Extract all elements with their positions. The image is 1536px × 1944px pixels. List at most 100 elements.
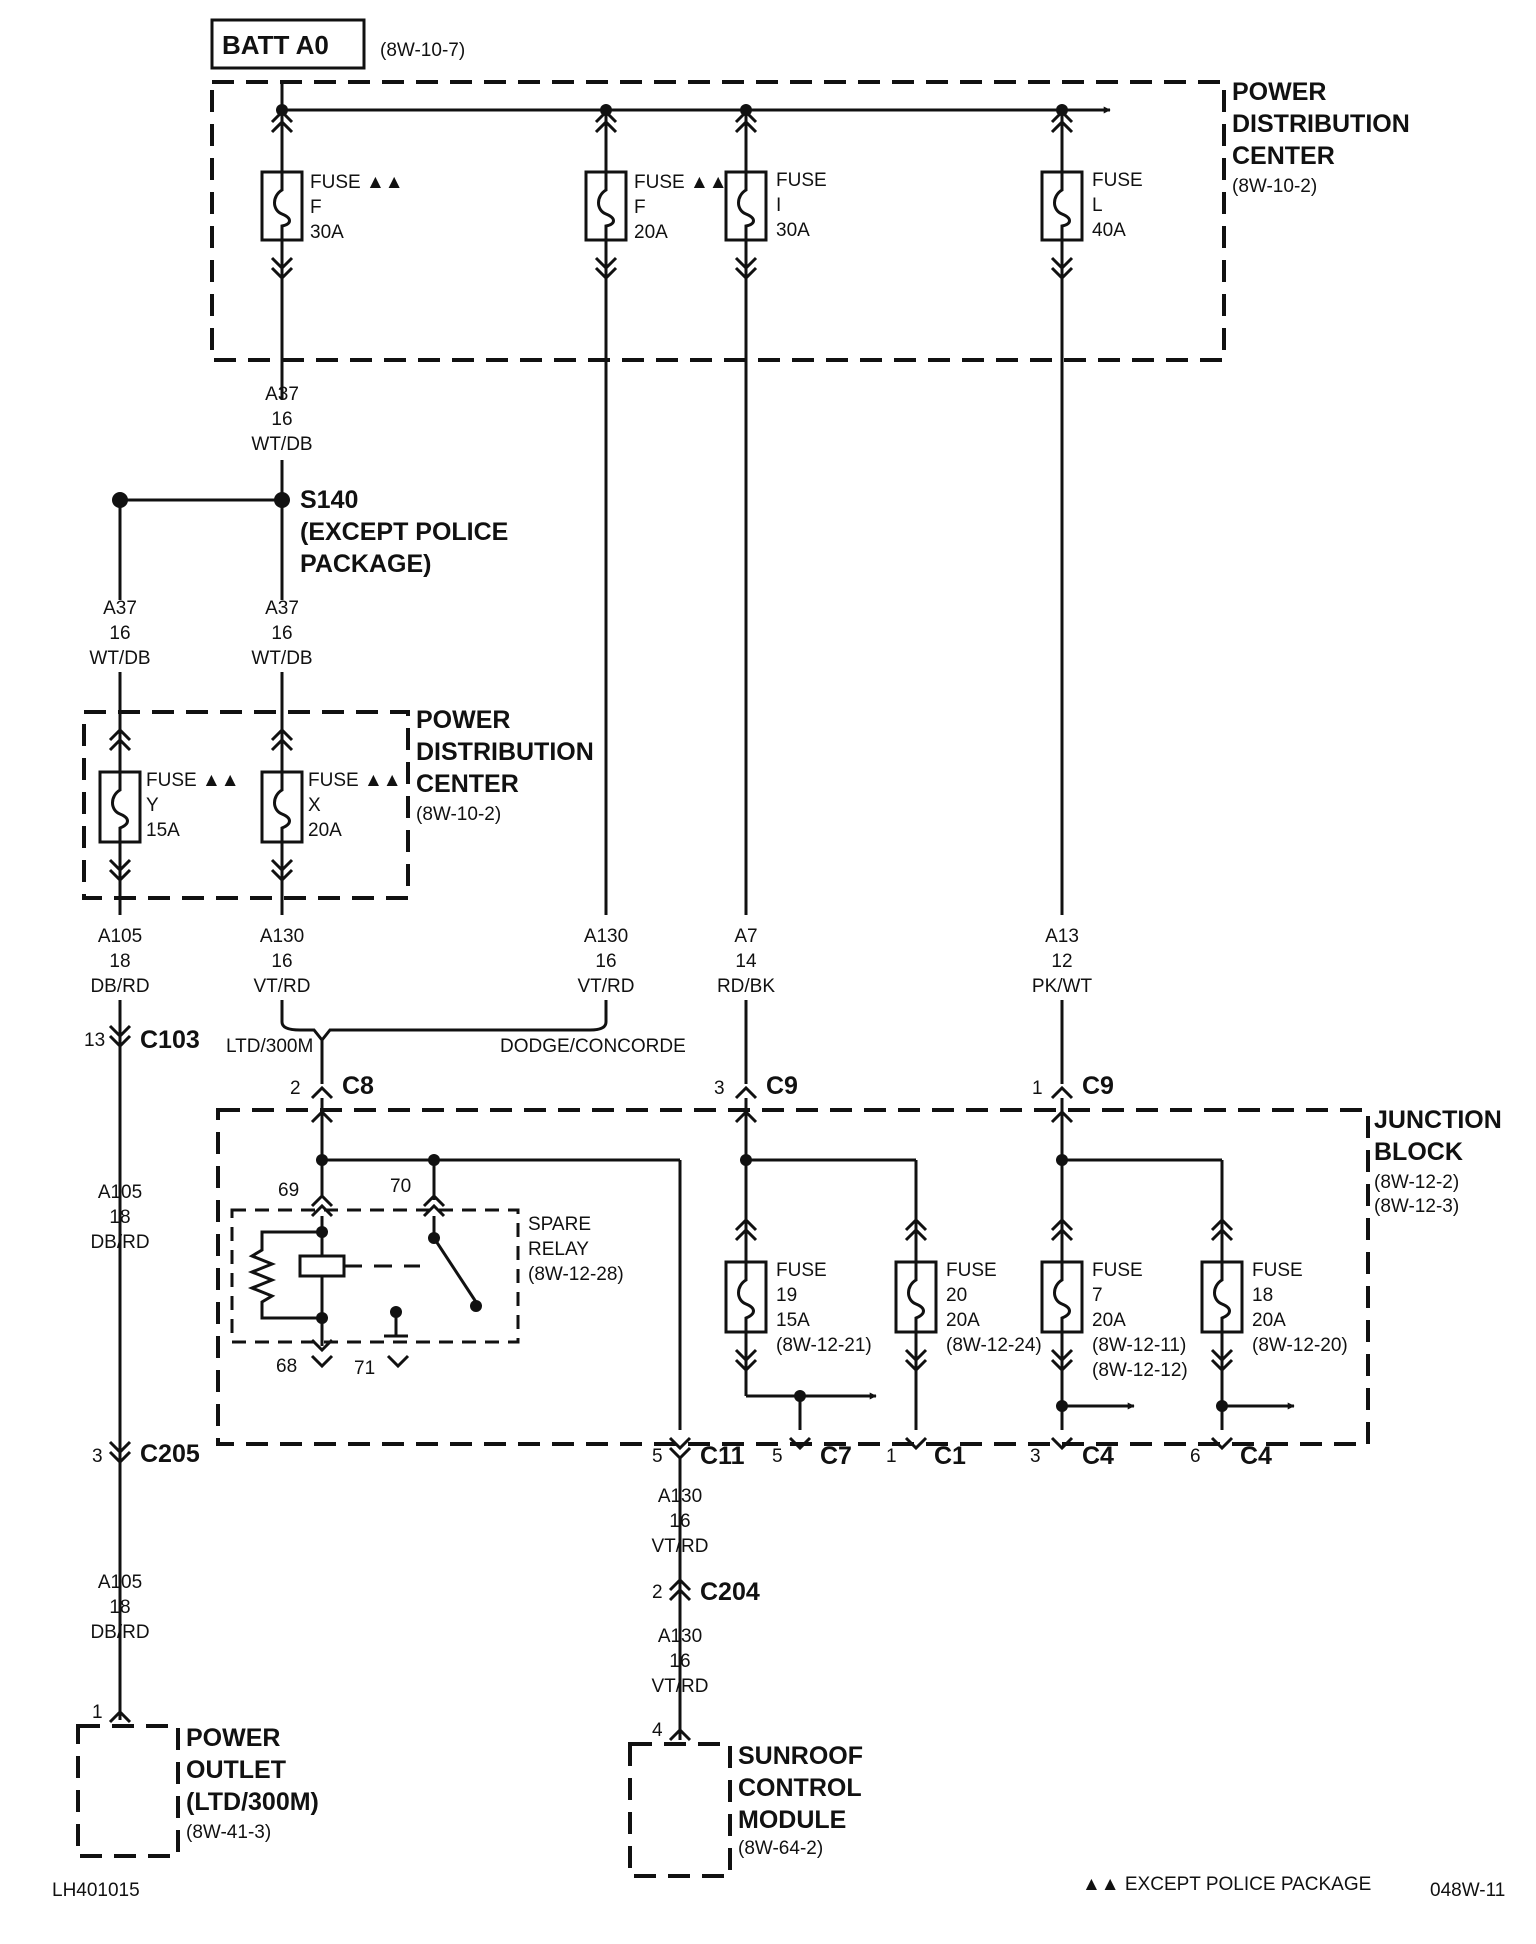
wire-label-line: A13 (1045, 926, 1079, 947)
wire-label-a105-low: A105 18 DB/RD (90, 1572, 149, 1643)
fuse-label: L (1092, 195, 1103, 216)
fuse-label: FUSE ▲▲ (310, 172, 404, 193)
junction-block-ref: (8W-12-2) (1374, 1172, 1459, 1193)
wire-label-line: 16 (595, 951, 616, 972)
wire-label-line: WT/DB (89, 648, 150, 669)
wire-label-line: A105 (98, 1572, 142, 1593)
fuse-label: F (634, 197, 646, 218)
wire-label-line: 12 (1051, 951, 1072, 972)
pdc-main-title-line: POWER (1232, 78, 1326, 106)
fuse-label: FUSE (1092, 1260, 1143, 1281)
fuse-label: FUSE (946, 1260, 997, 1281)
wire-label-line: DB/RD (90, 1622, 149, 1643)
power-outlet-boundary (76, 1724, 180, 1858)
fuse-19-15a: FUSE 19 15A (8W-12-21) (724, 1217, 872, 1396)
wire-label-line: 18 (109, 1207, 130, 1228)
junction-block-title-line: BLOCK (1374, 1138, 1463, 1166)
pdc-main-ref: (8W-10-2) (1232, 176, 1317, 197)
wire-label-line: A105 (98, 1182, 142, 1203)
junction-block-ref: (8W-12-3) (1374, 1196, 1459, 1217)
wire-label-line: VT/RD (254, 976, 311, 997)
wire-label-a105-mid: A105 18 DB/RD (90, 1182, 149, 1253)
fuse-label: 7 (1092, 1285, 1103, 1306)
wire-label-a37-left: A37 16 WT/DB (89, 598, 150, 669)
wire-label-line: PK/WT (1032, 976, 1093, 997)
connector-name: C8 (342, 1072, 374, 1100)
fuse-label: F (310, 197, 322, 218)
wire-label-line: A7 (734, 926, 757, 947)
connector-c103: 13 C103 (84, 1024, 200, 1054)
splice-s140-label: S140 (EXCEPT POLICE PACKAGE) (300, 486, 508, 578)
connector-pin: 5 (652, 1446, 663, 1467)
fuse-label: 20 (946, 1285, 967, 1306)
fuse-18-20a: FUSE 18 20A (8W-12-20) (1200, 1217, 1348, 1430)
relay-label: RELAY (528, 1239, 589, 1260)
wire-label-line: 18 (109, 1597, 130, 1618)
junction-block-boundary (216, 1108, 1370, 1446)
wire-label-a37-main: A37 16 WT/DB (251, 384, 312, 455)
fuse-label: 15A (146, 820, 180, 841)
wire-label-line: VT/RD (652, 1536, 709, 1557)
fuse-x-20a: FUSE ▲▲ X 20A (260, 672, 402, 915)
connector-c9-pin3: 3 C9 (714, 1072, 798, 1100)
pdc-secondary-title-line: DISTRIBUTION (416, 738, 594, 766)
connector-name: C1 (934, 1442, 966, 1470)
wire-label-line: A37 (265, 598, 299, 619)
wire-label-line: A130 (260, 926, 304, 947)
wire-label-a130-c204: A130 16 VT/RD (652, 1626, 709, 1697)
wire-label-line: A37 (103, 598, 137, 619)
fuse-label: 30A (776, 220, 810, 241)
relay-label: (8W-12-28) (528, 1264, 624, 1285)
connector-name: C9 (1082, 1072, 1114, 1100)
fuse-label: FUSE (776, 1260, 827, 1281)
relay-pin: 70 (390, 1176, 411, 1197)
power-outlet-title-line: (LTD/300M) (186, 1788, 319, 1816)
fuse-label: FUSE (1252, 1260, 1303, 1281)
junction-block-title-line: JUNCTION (1374, 1106, 1502, 1134)
fuse-label: FUSE (1092, 170, 1143, 191)
connector-c205: 3 C205 (92, 1440, 200, 1468)
connector-name: C9 (766, 1072, 798, 1100)
power-outlet-ref: (8W-41-3) (186, 1822, 271, 1843)
connector-c4-pin3: 3 C4 (1030, 1436, 1114, 1470)
fuse-20-20a: FUSE 20 20A (8W-12-24) (894, 1217, 1042, 1430)
wire-label-line: A37 (265, 384, 299, 405)
fuse-label: FUSE ▲▲ (308, 770, 402, 791)
pdc-secondary-title-line: POWER (416, 706, 510, 734)
fuse-label: 20A (1252, 1310, 1286, 1331)
wire-label-line: A130 (658, 1626, 702, 1647)
fuse-label: (8W-12-21) (776, 1335, 872, 1356)
fuse-label: 19 (776, 1285, 797, 1306)
fuse-label: 20A (308, 820, 342, 841)
connector-c1: 1 C1 (886, 1436, 966, 1470)
spare-relay-boundary (230, 1208, 520, 1344)
wire-label-line: DB/RD (90, 1232, 149, 1253)
wire-label-line: 16 (271, 623, 292, 644)
junction-block-title: JUNCTION BLOCK (8W-12-2) (8W-12-3) (1374, 1106, 1502, 1217)
option-dodge-label: DODGE/CONCORDE (500, 1036, 686, 1057)
connector-pin: 13 (84, 1030, 105, 1051)
relay-pin: 68 (276, 1356, 297, 1377)
connector-power-outlet: 1 (92, 1702, 132, 1724)
power-outlet-title: POWER OUTLET (LTD/300M) (8W-41-3) (186, 1724, 319, 1843)
pdc-secondary-title-line: CENTER (416, 770, 519, 798)
connector-c7: 5 C7 (772, 1436, 852, 1470)
connector-name: C11 (700, 1442, 745, 1470)
fuse-label: 15A (776, 1310, 810, 1331)
wire-label-line: 16 (109, 623, 130, 644)
connector-pin: 5 (772, 1446, 783, 1467)
wire-label-line: WT/DB (251, 434, 312, 455)
relay-pin: 71 (354, 1358, 375, 1379)
fuse-label: FUSE (776, 170, 827, 191)
relay-pin: 69 (278, 1180, 299, 1201)
connector-c9-pin1: 1 C9 (1032, 1072, 1114, 1100)
fuse-label: (8W-12-11) (1092, 1335, 1186, 1356)
wire-label-a130-ltd: A130 16 VT/RD (254, 926, 311, 997)
sunroof-title-line: CONTROL (738, 1774, 862, 1802)
sunroof-title-line: MODULE (738, 1806, 846, 1834)
footer-page: 048W-11 (1430, 1880, 1505, 1901)
wire-label-line: VT/RD (578, 976, 635, 997)
fuse-label: 20A (634, 222, 668, 243)
connector-pin: 6 (1190, 1446, 1201, 1467)
